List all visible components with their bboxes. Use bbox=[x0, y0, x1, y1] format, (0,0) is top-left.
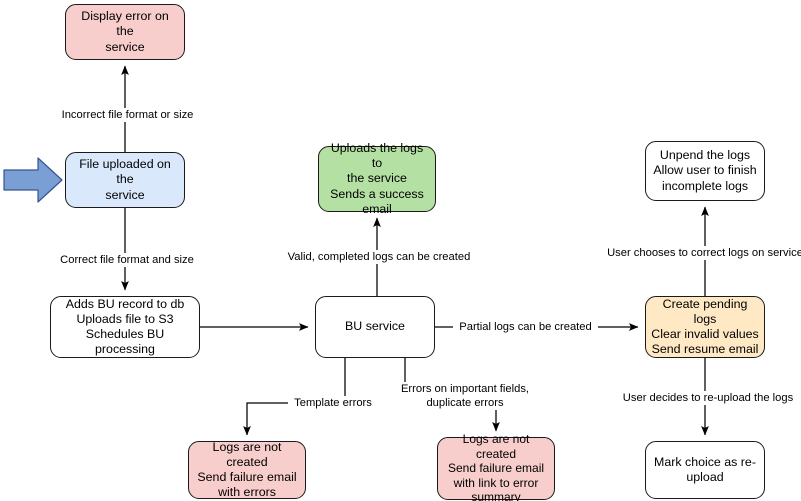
edge-label-errors-important: Errors on important fields, duplicate er… bbox=[393, 382, 537, 410]
edge-label-partial-logs: Partial logs can be created bbox=[453, 320, 598, 334]
node-uploads-logs[interactable]: Uploads the logs to the service Sends a … bbox=[318, 141, 436, 216]
entry-arrow-icon bbox=[3, 157, 63, 203]
node-create-pending-logs-label: Create pending logs Clear invalid values… bbox=[651, 296, 759, 357]
node-file-uploaded-label: File uploaded on the service bbox=[79, 157, 171, 202]
edge-label-user-reupload: User decides to re-upload the logs bbox=[617, 391, 799, 405]
node-bu-service[interactable]: BU service bbox=[315, 296, 435, 358]
node-create-pending-logs[interactable]: Create pending logs Clear invalid values… bbox=[645, 296, 765, 358]
edge-label-correct-format: Correct file format and size bbox=[50, 253, 204, 267]
node-logs-not-created-summary[interactable]: Logs are not created Send failure email … bbox=[437, 432, 555, 501]
node-display-error[interactable]: Display error on the service bbox=[65, 4, 185, 60]
node-bu-service-label: BU service bbox=[345, 319, 405, 334]
node-adds-bu-record[interactable]: Adds BU record to db Uploads file to S3 … bbox=[50, 296, 200, 358]
node-mark-choice[interactable]: Mark choice as re- upload bbox=[645, 441, 765, 499]
edge-label-valid-completed: Valid, completed logs can be created bbox=[283, 250, 475, 264]
node-display-error-label: Display error on the service bbox=[81, 9, 169, 54]
node-mark-choice-label: Mark choice as re- upload bbox=[654, 454, 756, 484]
edge-label-user-corrects: User chooses to correct logs on service bbox=[605, 246, 801, 260]
node-logs-not-created-errors[interactable]: Logs are not created Send failure email … bbox=[188, 439, 306, 500]
node-unpend-logs[interactable]: Unpend the logs Allow user to finish inc… bbox=[645, 141, 765, 201]
node-logs-not-created-summary-label: Logs are not created Send failure email … bbox=[447, 432, 545, 501]
node-file-uploaded[interactable]: File uploaded on the service bbox=[65, 152, 185, 208]
edge-label-template-errors: Template errors bbox=[288, 396, 378, 410]
node-uploads-logs-label: Uploads the logs to the service Sends a … bbox=[330, 141, 424, 216]
edge-label-incorrect-format: Incorrect file format or size bbox=[48, 108, 207, 122]
node-logs-not-created-errors-label: Logs are not created Send failure email … bbox=[197, 439, 297, 500]
node-unpend-logs-label: Unpend the logs Allow user to finish inc… bbox=[653, 148, 757, 193]
node-adds-bu-record-label: Adds BU record to db Uploads file to S3 … bbox=[65, 296, 185, 357]
